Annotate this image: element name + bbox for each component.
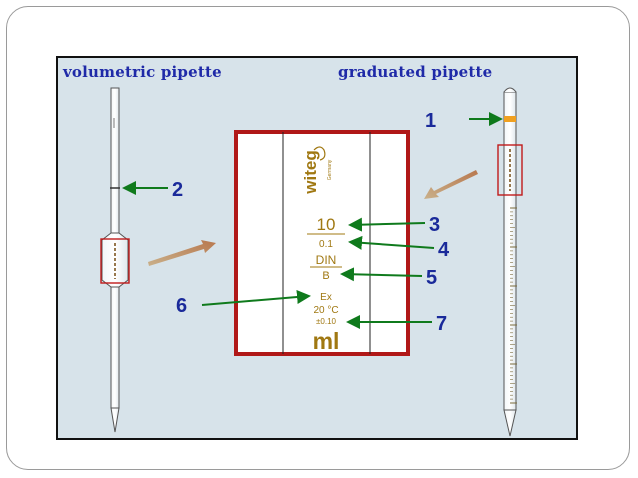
pipette-figure: volumetric pipette graduated pipette [56,56,578,440]
graduated-pipette [497,87,523,437]
brand-logo: witeg [301,150,320,194]
graduated-pointer-arrow [424,170,478,199]
accuracy-class: B [322,270,329,282]
calibration-type: Ex [320,292,332,303]
callout-6: 6 [176,295,187,317]
bulb-label-highlight [100,238,130,284]
volumetric-pointer-arrow [148,240,216,266]
brand-subtitle: Germany [327,159,333,180]
brand-mark-icon [313,146,326,161]
label-closeup: witeg Germany 10 0.1 DIN B Ex 20 °C ±0.1… [234,130,410,356]
callout-numbers: 1 2 3 4 5 6 7 [172,110,450,335]
nominal-volume: 10 [317,215,336,234]
division-value: 0.1 [319,239,333,250]
color-code-band [504,116,516,122]
callout-4: 4 [438,239,450,261]
graduated-label-highlight [497,144,523,196]
volumetric-pipette [100,87,130,433]
callout-2: 2 [172,179,183,201]
standard-mark: DIN [316,253,337,267]
pipette-diagram: witeg Germany 10 0.1 DIN B Ex 20 °C ±0.1… [100,87,523,437]
calibration-temperature: 20 °C [313,305,338,316]
callout-arrows [122,112,503,329]
callout-5: 5 [426,267,437,289]
graduation-scale [510,207,517,404]
graduated-pipette-title: graduated pipette [338,63,493,81]
callout-1: 1 [425,110,436,132]
volume-unit: ml [313,328,340,354]
callout-7: 7 [436,313,447,335]
callout-3: 3 [429,214,440,236]
volumetric-pipette-title: volumetric pipette [63,63,222,81]
tolerance: ±0.10 [316,317,337,326]
